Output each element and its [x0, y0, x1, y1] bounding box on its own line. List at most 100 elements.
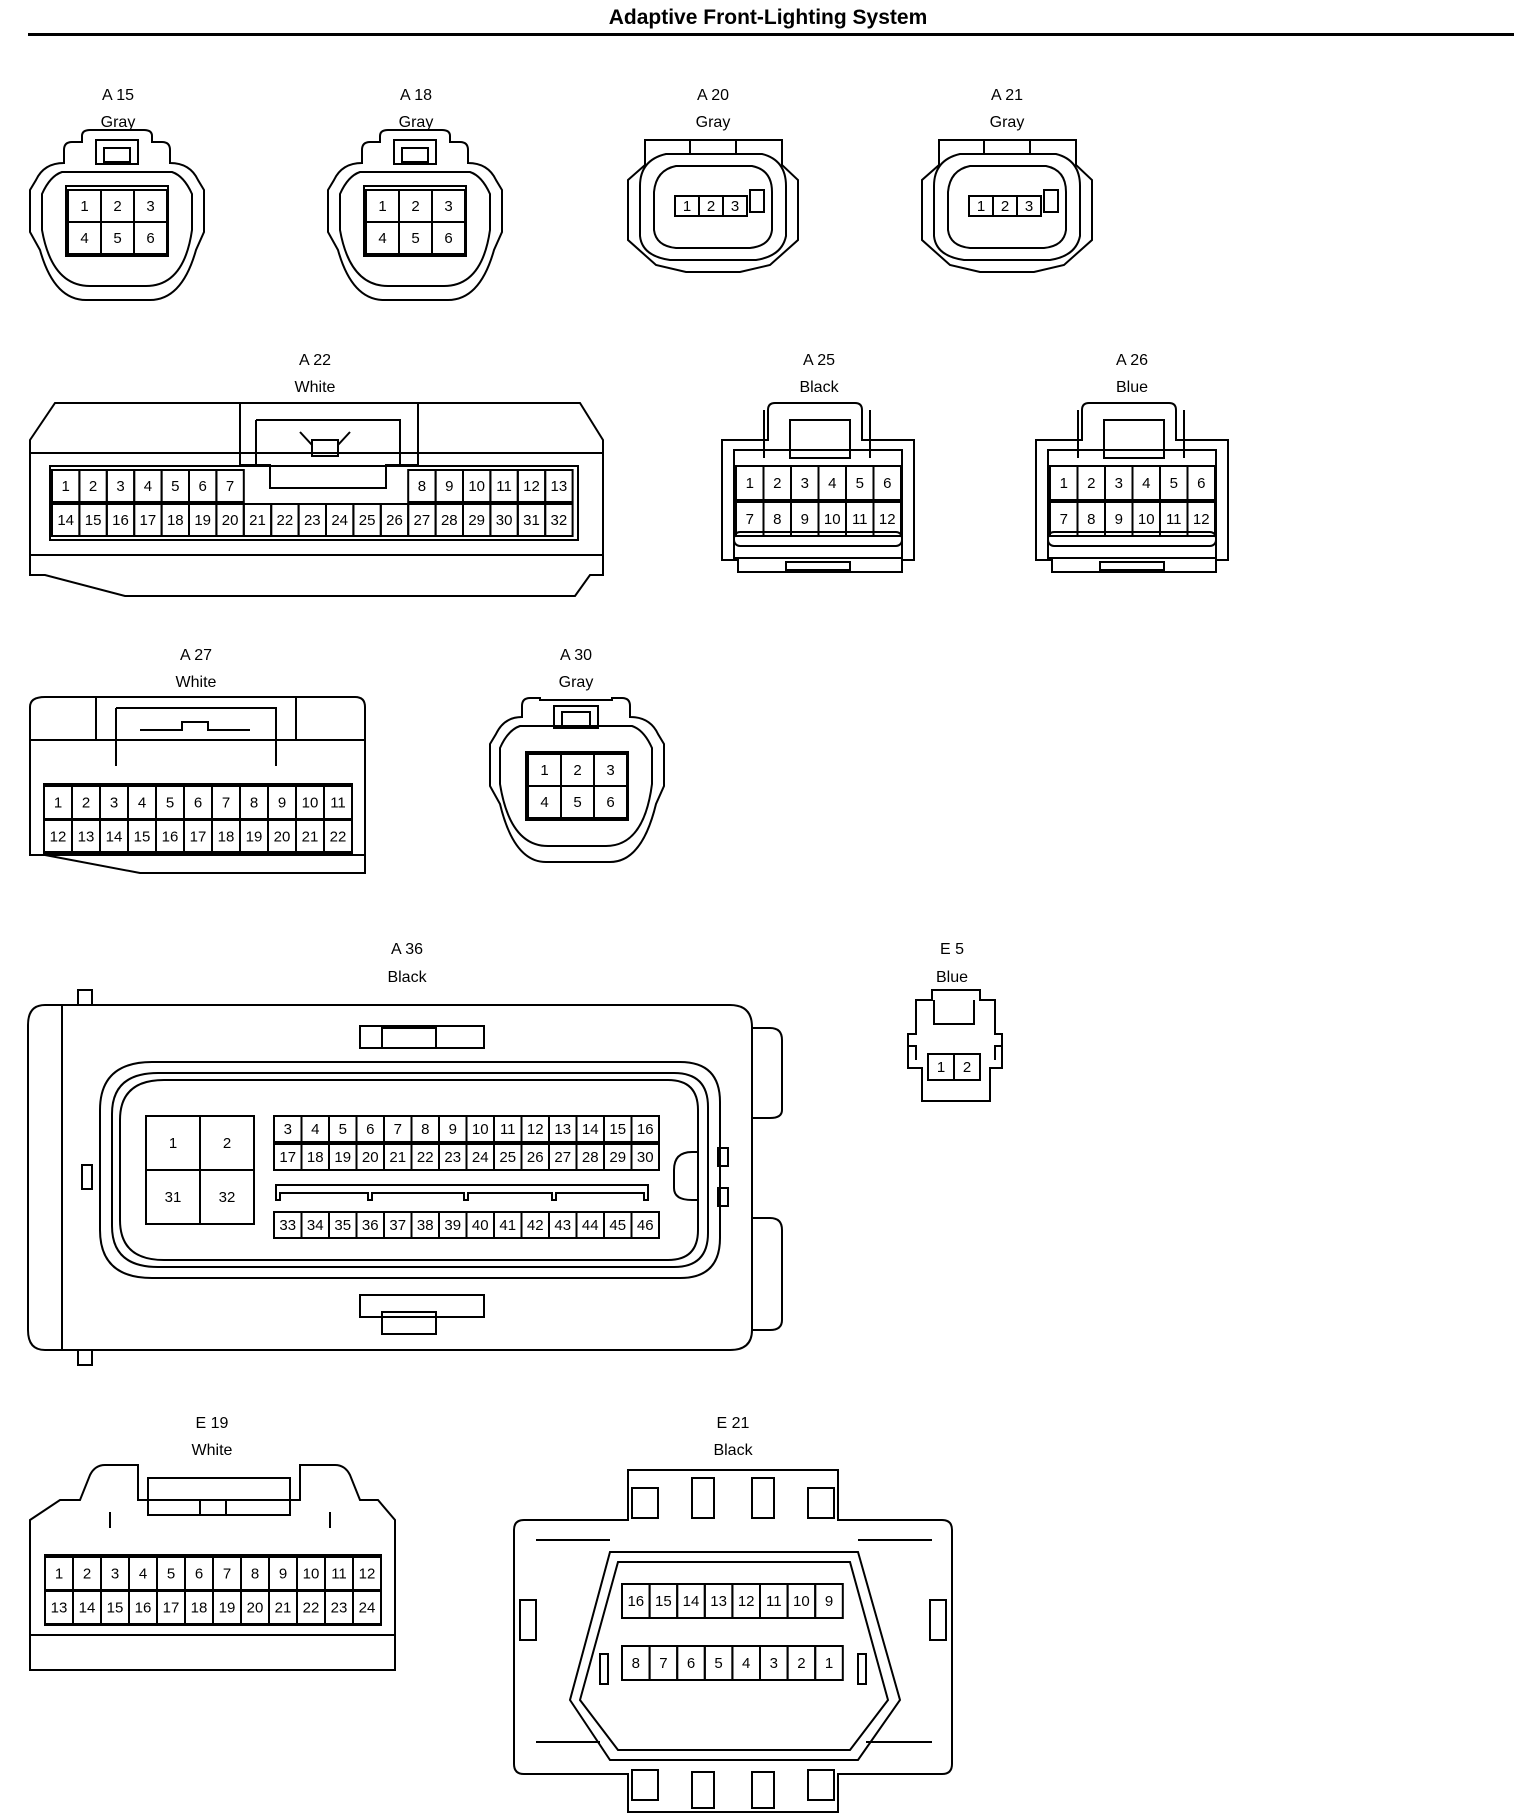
connector-a25-color: Black: [799, 379, 839, 396]
pin-e19-23: 23: [331, 1600, 348, 1617]
pin-a21-3: 3: [1025, 198, 1033, 215]
pin-a22-30: 30: [496, 512, 513, 529]
pin-e5-2: 2: [963, 1059, 971, 1076]
pin-a36-17: 17: [279, 1149, 296, 1166]
pin-a22-9: 9: [445, 478, 453, 495]
pin-e19-18: 18: [191, 1600, 208, 1617]
pin-a26-5: 5: [1170, 475, 1178, 492]
pin-a26-2: 2: [1087, 475, 1095, 492]
pin-a27-3: 3: [110, 795, 118, 812]
connector-e19-housing: [29, 1464, 396, 1671]
pin-a26-12-cell: [1186, 501, 1216, 537]
pin-a22-15: 15: [85, 512, 102, 529]
pin-a22-29: 29: [468, 512, 485, 529]
pin-a36-30-cell: [630, 1143, 660, 1171]
connector-a25-code: A 25: [803, 352, 835, 369]
pin-a22-10: 10: [468, 478, 485, 495]
pin-a18-6: 6: [444, 230, 452, 247]
pin-a22-32-cell: [544, 503, 574, 537]
pin-e21-7: 7: [659, 1655, 667, 1672]
pin-a22-28: 28: [441, 512, 458, 529]
pin-e19-7: 7: [223, 1566, 231, 1583]
pin-e19-10: 10: [303, 1566, 320, 1583]
pin-a27-22-cell: [323, 819, 353, 854]
pin-a26-8: 8: [1087, 511, 1095, 528]
pin-e21-1: 1: [825, 1655, 833, 1672]
connector-a20-color: Gray: [696, 114, 731, 131]
pin-a22-4: 4: [144, 478, 152, 495]
pin-e5-1: 1: [937, 1059, 945, 1076]
pin-e19-5: 5: [167, 1566, 175, 1583]
pin-a22-2: 2: [89, 478, 97, 495]
pin-a36-18: 18: [307, 1149, 324, 1166]
connector-a30-housing: [489, 697, 665, 863]
pin-a22-13: 13: [551, 478, 568, 495]
pin-a36-32-cell: [199, 1169, 255, 1225]
connector-e5-color: Blue: [936, 969, 968, 986]
pin-a30-1: 1: [540, 762, 548, 779]
pin-a22-22: 22: [277, 512, 294, 529]
connector-a21-code: A 21: [991, 87, 1023, 104]
connector-a15-housing: [29, 129, 205, 301]
pin-a22-7-cell: [215, 469, 245, 503]
pin-a27-1: 1: [54, 795, 62, 812]
pin-a25-11: 11: [852, 511, 868, 528]
connector-e21-color: Black: [713, 1442, 753, 1459]
pin-a22-13-cell: [544, 469, 574, 503]
pin-a36-35: 35: [334, 1217, 351, 1234]
pin-a18-4: 4: [378, 230, 386, 247]
connector-a27-housing: [29, 696, 366, 874]
pin-a27-19: 19: [246, 829, 263, 846]
pin-a22-20: 20: [222, 512, 239, 529]
connector-a36-code: A 36: [391, 941, 423, 958]
pin-a21-1: 1: [977, 198, 985, 215]
pin-a22-26: 26: [386, 512, 403, 529]
pin-e19-6: 6: [195, 1566, 203, 1583]
connector-a26-color: Blue: [1116, 379, 1148, 396]
pin-a36-6: 6: [366, 1121, 374, 1138]
pin-a25-12-cell: [872, 501, 902, 537]
pin-a22-5: 5: [171, 478, 179, 495]
connector-a18-housing: [327, 129, 503, 301]
pin-a36-9: 9: [449, 1121, 457, 1138]
pin-a25-10: 10: [824, 511, 841, 528]
pin-e19-20: 20: [247, 1600, 264, 1617]
pin-e19-16: 16: [135, 1600, 152, 1617]
pin-e21-14: 14: [683, 1593, 700, 1610]
pin-a25-6: 6: [883, 475, 891, 492]
pin-a26-1: 1: [1060, 475, 1068, 492]
pin-e21-1-cell: [814, 1645, 844, 1681]
pin-a26-10: 10: [1138, 511, 1155, 528]
pin-e21-3: 3: [770, 1655, 778, 1672]
connector-e19-code: E 19: [196, 1415, 229, 1432]
pin-a36-16: 16: [637, 1121, 654, 1138]
pin-e21-6: 6: [687, 1655, 695, 1672]
pin-a36-11: 11: [500, 1121, 516, 1138]
pin-e21-15: 15: [655, 1593, 672, 1610]
connector-a27-color: White: [176, 674, 217, 691]
pin-a15-6: 6: [146, 230, 154, 247]
pin-a26-12: 12: [1193, 511, 1210, 528]
connector-a22-housing: [29, 402, 604, 597]
pin-a36-46: 46: [637, 1217, 654, 1234]
pin-e19-13: 13: [51, 1600, 68, 1617]
pin-e21-4: 4: [742, 1655, 750, 1672]
pin-a25-5: 5: [856, 475, 864, 492]
pin-a27-9: 9: [278, 795, 286, 812]
connector-a20-code: A 20: [697, 87, 729, 104]
pin-a22-18: 18: [167, 512, 184, 529]
pin-a27-13: 13: [78, 829, 95, 846]
pin-a36-33: 33: [279, 1217, 296, 1234]
pin-a36-39: 39: [444, 1217, 461, 1234]
pin-a26-7: 7: [1060, 511, 1068, 528]
pin-e19-12: 12: [359, 1566, 376, 1583]
pin-a26-6: 6: [1197, 475, 1205, 492]
